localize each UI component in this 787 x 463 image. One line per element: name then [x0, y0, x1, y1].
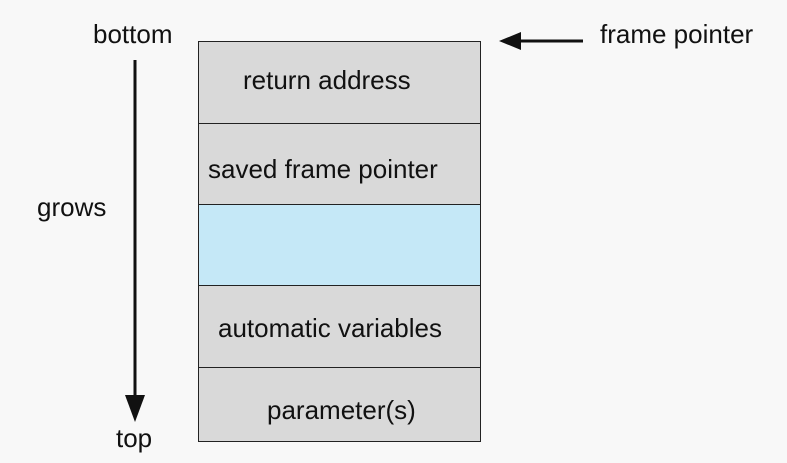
bottom-label: bottom: [93, 19, 173, 49]
left-arrow-icon: [499, 32, 583, 50]
stack-frame: return address saved frame pointer autom…: [198, 41, 481, 442]
frame-pointer-label: frame pointer: [600, 19, 754, 49]
down-arrow-icon: [125, 60, 145, 422]
parameters-label: parameter(s): [267, 395, 416, 425]
grows-label: grows: [37, 192, 107, 222]
stack-cell-highlighted: [199, 205, 480, 286]
stack-cell-saved-frame-pointer: saved frame pointer: [199, 124, 480, 205]
return-address-label: return address: [243, 65, 411, 95]
saved-frame-pointer-label: saved frame pointer: [208, 154, 438, 184]
stack-cell-return-address: return address: [199, 42, 480, 124]
stack-cell-parameters: parameter(s): [199, 368, 480, 441]
top-label: top: [116, 423, 153, 453]
automatic-variables-label: automatic variables: [218, 313, 442, 343]
stack-cell-automatic-variables: automatic variables: [199, 286, 480, 368]
